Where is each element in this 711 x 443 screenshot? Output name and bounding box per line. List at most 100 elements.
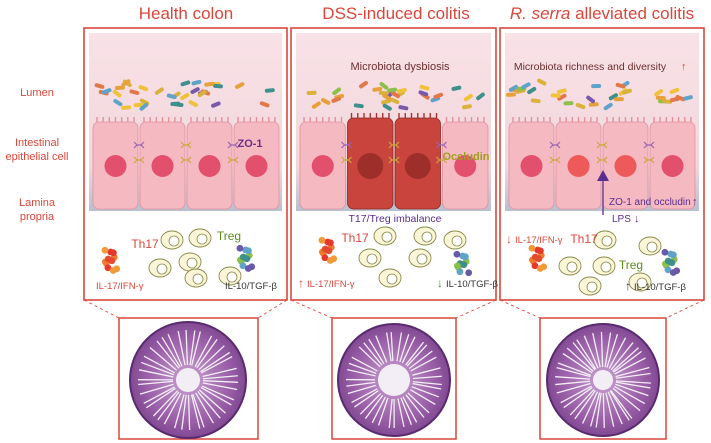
bacterium [166, 93, 177, 100]
crypt-line [613, 350, 642, 373]
bacterium [521, 82, 531, 90]
crypt-line [353, 390, 379, 408]
panel-2-arrow-right: ↓ [437, 276, 443, 290]
bacterium [190, 87, 200, 94]
cytokine-dot [536, 265, 544, 272]
bacterium [433, 92, 444, 99]
panel-3-title-rest: alleviated colitis [570, 4, 694, 23]
panel-2-arrow-left: ↑ [298, 276, 304, 290]
t-cell-nucleus [168, 235, 180, 247]
tight-junction-icon [133, 156, 145, 164]
bacterium [588, 102, 599, 107]
crypt-line [615, 380, 651, 384]
bacterium [114, 85, 125, 91]
nucleus [614, 155, 637, 177]
panel-2-immune-cells [318, 226, 473, 288]
t-cell-nucleus [226, 271, 238, 283]
cytokine-dot [101, 246, 109, 254]
cytokine-dot [244, 265, 252, 272]
zoom-connectors [83, 299, 705, 319]
bacterium [101, 88, 112, 95]
tight-junction-icon [227, 141, 239, 149]
crypt-line [612, 347, 639, 372]
crypt-line [202, 375, 238, 380]
tight-junction-icon [549, 141, 561, 149]
crypt-line [562, 352, 593, 374]
bacterium [622, 88, 632, 95]
crypt-line [200, 386, 232, 406]
cytokine-dot [536, 247, 544, 255]
crypt-line [411, 386, 440, 398]
nucleus [151, 155, 174, 177]
tight-junction-icon [388, 141, 400, 149]
panel-3-title: R. serra alleviated colitis [510, 4, 694, 23]
bacterium [94, 83, 105, 89]
cytokine-dot [326, 257, 334, 264]
bacterium [575, 102, 586, 110]
bacterium [211, 101, 221, 108]
bacterium [398, 105, 409, 111]
bacterium [331, 96, 341, 103]
bacterium [418, 90, 429, 97]
t-cell-nucleus [366, 253, 378, 265]
panel-2-title: DSS-induced colitis [322, 4, 469, 23]
t-cell-nucleus [586, 281, 598, 293]
crypt-line [347, 384, 376, 395]
crypt-line [555, 380, 591, 386]
crypt-line [574, 390, 596, 420]
cytokine-dot [318, 236, 326, 244]
cytokine-dot [661, 248, 669, 256]
crypt-line [156, 340, 180, 369]
bacterium [129, 89, 140, 96]
tight-junction-icon [549, 156, 561, 164]
panel-3-arrow-left: ↓ [506, 232, 512, 246]
tight-junction-icon [436, 141, 447, 149]
nucleus [245, 155, 268, 177]
crypt-line [405, 394, 425, 418]
t-cell-nucleus [601, 235, 613, 247]
panel-1-cyto-right: IL-10/TGF-β [225, 281, 277, 292]
t-cell-nucleus [192, 273, 204, 285]
tissue-edge [546, 323, 660, 437]
crypt-line [348, 362, 377, 375]
tight-junction-icon [227, 156, 239, 164]
crypt-line [609, 390, 630, 421]
nucleus [198, 155, 221, 177]
panel-2-cyto-left: IL-17/IFN-γ [307, 279, 355, 290]
nucleus [520, 155, 543, 177]
bacterium [133, 102, 144, 108]
panel-2-th17: Th17 [341, 231, 369, 245]
cytokine-dot [109, 267, 117, 274]
panel-3-barrier-note: ZO-1 and occludin [609, 197, 691, 208]
tight-junction-icon [180, 141, 192, 149]
crypt-line [410, 389, 436, 406]
bacterium [311, 101, 321, 109]
histology-image-2 [337, 323, 451, 437]
crypt-line [412, 382, 442, 390]
panel-3-treg: Treg [619, 258, 643, 272]
bacterium [332, 87, 342, 96]
crypt-line [399, 334, 410, 363]
crypt-line [388, 398, 393, 428]
crypt-line [602, 392, 605, 429]
crypt-line [412, 367, 441, 376]
t-cell-nucleus [416, 253, 428, 265]
bacterium [451, 85, 462, 91]
crypt-line [190, 394, 201, 429]
crypt-line [605, 392, 615, 427]
panel-3-title-italic: R. serra [510, 4, 570, 23]
crypt-line [198, 389, 226, 414]
panel-2-epithelium [299, 113, 489, 210]
crypt-line [201, 385, 235, 401]
bacterium [387, 87, 398, 93]
crypt-line [566, 347, 594, 372]
bacterium [461, 104, 472, 110]
bacterium [463, 93, 473, 102]
bacterium [138, 85, 149, 92]
crypt-line [557, 362, 592, 377]
crypt-line [143, 386, 176, 404]
crypt-line [138, 369, 174, 378]
cytokine-dot [321, 245, 329, 253]
bacterium [419, 84, 430, 91]
panel-3-lps-label: LPS [612, 214, 631, 225]
